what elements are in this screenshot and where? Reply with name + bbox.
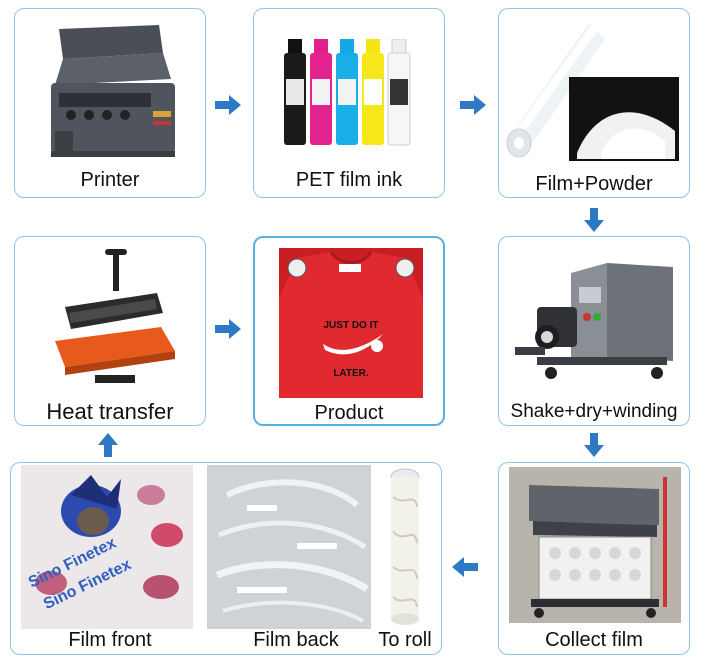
printer-image [51, 25, 175, 157]
step-collect-label: Collect film [545, 629, 643, 651]
step-film-powder-label: Film+Powder [535, 173, 653, 195]
film-front-image: Sino Finetex Sino Finetex [21, 465, 193, 629]
step-printer-label: Printer [80, 169, 140, 191]
collect-film-machine-image [509, 467, 681, 623]
arrow-left-icon [452, 557, 478, 577]
film-roll-powder-image [506, 23, 679, 161]
film-roll-image [390, 468, 420, 625]
shaker-dryer-image [515, 263, 673, 379]
film-back-image [207, 465, 371, 629]
arrow-up-icon [98, 433, 118, 457]
step-ink-card: PET film ink [253, 8, 445, 198]
arrow-down-icon [584, 433, 604, 457]
step-heat-card: Heat transfer [14, 236, 206, 426]
step-film-back-label: Film back [253, 629, 339, 651]
step-printer-card: Printer [14, 8, 206, 198]
step-collect-card: Collect film [498, 462, 690, 655]
step-to-roll-label: To roll [378, 629, 432, 651]
step-film-group-card: Sino Finetex Sino Finetex Film front Fil… [10, 462, 442, 655]
step-product-card: JUST DO IT LATER. Product [253, 236, 445, 426]
shirt-text-top: JUST DO IT [323, 320, 378, 331]
heat-press-image [55, 249, 175, 383]
step-heat-label: Heat transfer [46, 399, 174, 424]
step-film-powder-card: Film+Powder [498, 8, 690, 198]
tshirt-image: JUST DO IT LATER. [279, 248, 423, 398]
arrow-right-icon [460, 95, 486, 115]
arrow-right-icon [215, 95, 241, 115]
ink-bottles-image [284, 39, 411, 146]
arrow-down-icon [584, 208, 604, 232]
step-product-label: Product [314, 402, 384, 424]
step-film-front-label: Film front [68, 629, 152, 651]
shirt-text-bottom: LATER. [333, 368, 369, 379]
step-shake-card: Shake+dry+winding [498, 236, 690, 426]
step-shake-label: Shake+dry+winding [510, 401, 678, 422]
arrow-right-icon [215, 319, 241, 339]
step-ink-label: PET film ink [295, 169, 403, 191]
